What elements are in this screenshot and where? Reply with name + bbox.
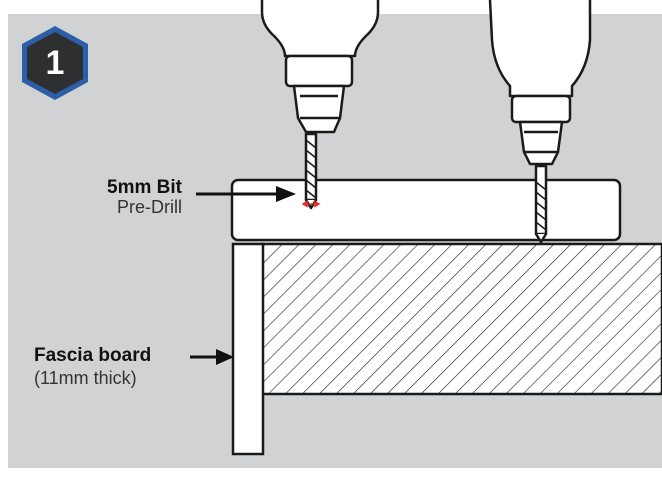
double-arrow-icon bbox=[301, 200, 321, 208]
bit-label-subtitle: Pre-Drill bbox=[117, 196, 182, 217]
fascia-label-title: Fascia board bbox=[34, 345, 152, 366]
arrow-right-icon bbox=[196, 186, 296, 202]
step-badge bbox=[22, 26, 88, 100]
hatched-beam bbox=[260, 242, 662, 396]
drill-right-icon bbox=[488, 0, 592, 244]
fascia-label-subtitle: (11mm thick) bbox=[34, 367, 137, 388]
fascia-board bbox=[231, 242, 265, 456]
fascia-label: Fascia board (11mm thick) bbox=[34, 346, 151, 388]
step-badge-fill bbox=[27, 32, 83, 94]
top-board bbox=[230, 178, 622, 242]
bit-label: 5mm Bit Pre-Drill bbox=[86, 178, 182, 217]
arrow-right-icon bbox=[190, 349, 234, 365]
step-number: 1 bbox=[45, 43, 65, 82]
bit-label-title: 5mm Bit bbox=[107, 177, 182, 198]
drill-left-icon bbox=[260, 0, 380, 210]
